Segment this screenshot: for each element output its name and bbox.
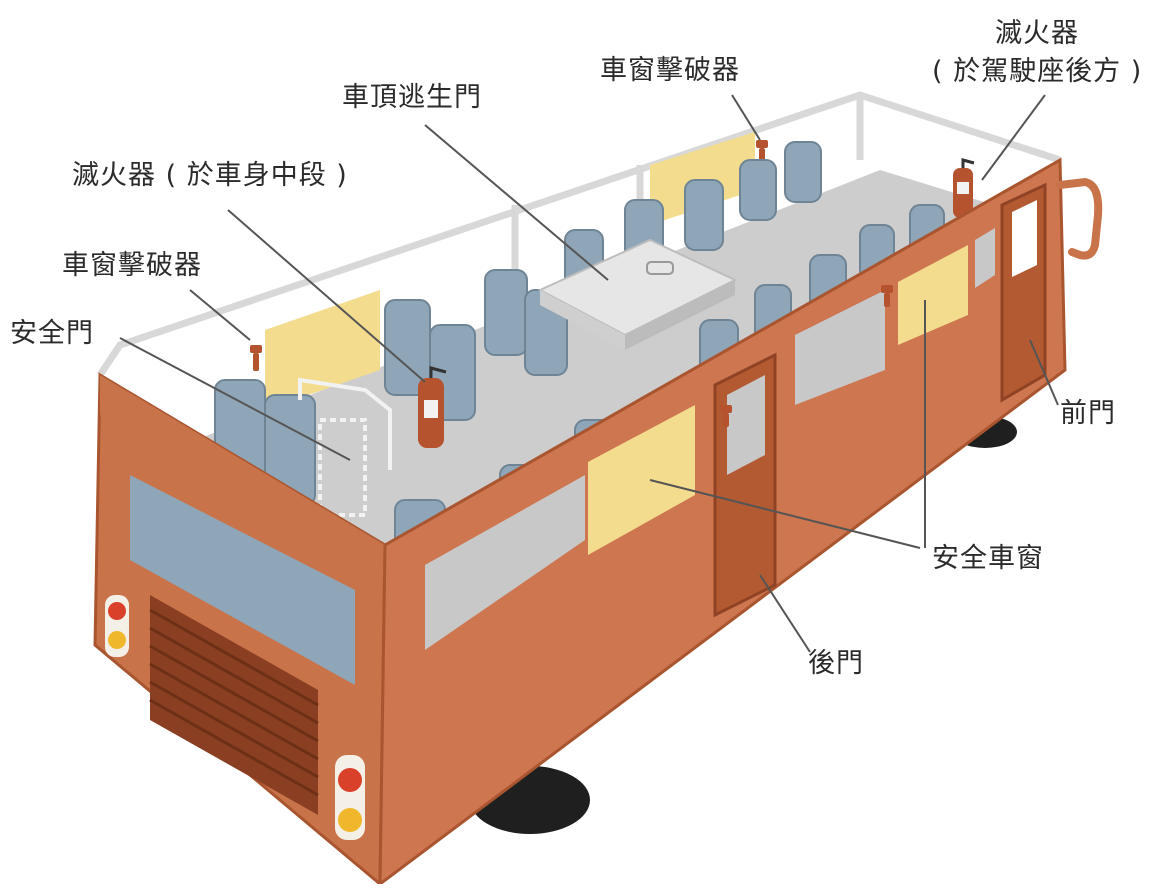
label-rear-door: 後門 <box>808 648 864 679</box>
extinguisher-front-icon <box>953 158 975 218</box>
leader-window-breaker-right <box>731 94 761 141</box>
window-breaker-side-icon <box>720 285 893 427</box>
label-roof-hatch: 車頂逃生門 <box>342 82 482 113</box>
leader-roof-hatch <box>424 124 609 281</box>
side-window-4-safety <box>898 245 968 345</box>
leader-extinguisher-front <box>981 94 1046 181</box>
side-window-5 <box>975 228 995 288</box>
label-extinguisher-front-line1: 滅火器 <box>995 18 1079 49</box>
rear-grille <box>149 595 319 815</box>
label-window-breaker-right: 車窗擊破器 <box>600 55 740 86</box>
label-extinguisher-front: 滅火器 ( 於駕駛座後方 ) <box>932 18 1142 89</box>
label-extinguisher-middle: 滅火器 ( 於車身中段 ) <box>72 160 348 191</box>
leader-lines <box>119 94 1059 653</box>
label-extinguisher-front-line2: ( 於駕駛座後方 ) <box>932 56 1143 88</box>
side-window-2-safety <box>588 405 695 555</box>
side-window-3 <box>795 290 885 405</box>
side-mirror <box>1056 177 1103 260</box>
rear-seats-through-window <box>130 475 355 685</box>
tail-light-left <box>105 595 129 657</box>
rear-window-frame <box>100 375 385 585</box>
extinguisher-middle-icon <box>418 366 447 448</box>
window-breaker-left-icon <box>250 345 262 371</box>
side-window-1 <box>425 475 585 650</box>
label-emergency-door: 安全門 <box>10 318 94 349</box>
window-breaker-right-icon <box>756 140 768 162</box>
safety-window-far-right <box>650 132 755 225</box>
front-door-shape <box>1000 182 1047 403</box>
label-window-breaker-left: 車窗擊破器 <box>62 250 202 281</box>
leader-safety-window-1 <box>649 479 921 549</box>
safety-window-far-left <box>265 290 380 410</box>
leader-rear-door <box>759 574 811 653</box>
leader-extinguisher-middle <box>227 209 426 383</box>
leader-front-door <box>1029 339 1059 406</box>
tail-light-right <box>335 755 365 840</box>
label-safety-windows: 安全車窗 <box>932 543 1044 574</box>
leader-window-breaker-left <box>189 289 251 341</box>
leader-emergency-door <box>119 337 351 461</box>
emergency-door-frame <box>298 377 392 517</box>
side-windows <box>425 228 995 650</box>
roof-hatch-panel <box>537 238 738 350</box>
rear-door-shape <box>713 352 777 618</box>
label-front-door: 前門 <box>1060 398 1116 429</box>
